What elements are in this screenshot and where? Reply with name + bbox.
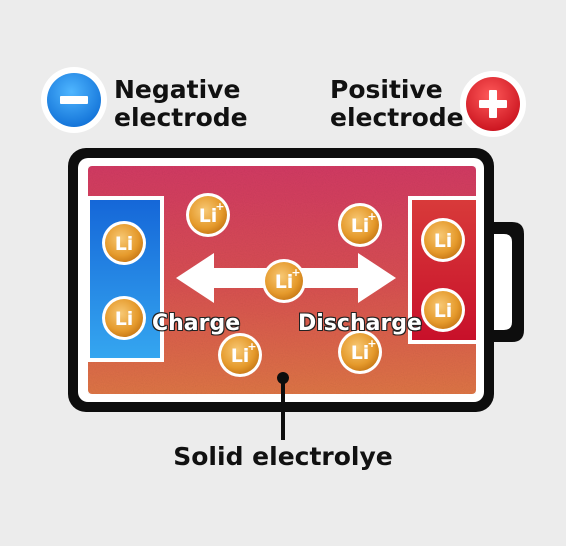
positive-label-line1: Positive — [330, 75, 443, 104]
ion-symbol: Li — [199, 205, 218, 227]
lithium-ion: Li — [421, 288, 465, 332]
lithium-ion: Li — [102, 296, 146, 340]
ion-symbol: Li — [351, 215, 370, 237]
ion-charge-sign: + — [291, 266, 300, 279]
ion-symbol: Li — [434, 300, 453, 322]
ion-symbol: Li — [115, 233, 134, 255]
negative-label-line2: electrode — [114, 103, 248, 132]
lithium-ion: Li+ — [338, 203, 382, 247]
lithium-ion: Li+ — [186, 193, 230, 237]
ion-symbol: Li — [115, 308, 134, 330]
ion-charge-sign: + — [367, 210, 376, 223]
ion-charge-sign: + — [215, 200, 224, 213]
lithium-ion: Li+ — [262, 259, 306, 303]
ion-symbol: Li — [275, 271, 294, 293]
charge-label: Charge — [152, 311, 241, 336]
electrolyte-label: Solid electrolye — [173, 442, 393, 471]
positive-label-line2: electrode — [330, 103, 464, 132]
ion-symbol: Li — [351, 342, 370, 364]
discharge-label: Discharge — [298, 311, 422, 336]
minus-icon — [41, 67, 107, 133]
lithium-ion: Li — [421, 218, 465, 262]
ion-symbol: Li — [231, 345, 250, 367]
plus-icon — [460, 71, 526, 137]
ion-symbol: Li — [434, 230, 453, 252]
positive-electrode-label: Positive electrode — [330, 76, 464, 132]
negative-electrode-label: Negative electrode — [114, 76, 248, 132]
lithium-ion: Li+ — [218, 333, 262, 377]
ion-charge-sign: + — [247, 340, 256, 353]
lithium-ion: Li — [102, 221, 146, 265]
lithium-ion: Li+ — [338, 330, 382, 374]
ion-charge-sign: + — [367, 337, 376, 350]
negative-label-line1: Negative — [114, 75, 241, 104]
